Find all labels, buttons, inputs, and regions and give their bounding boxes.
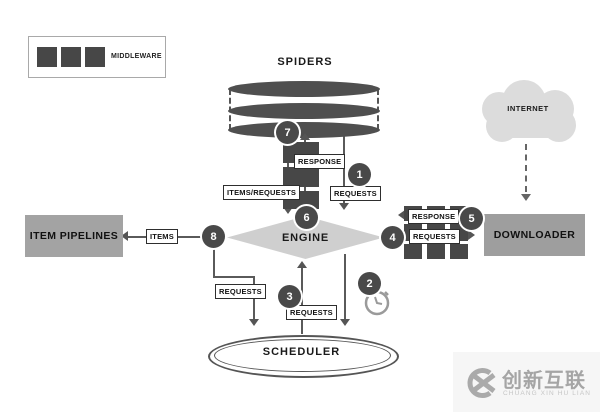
step-6-badge: 6 xyxy=(295,206,318,229)
spider-items-requests-label: ITEMS/REQUESTS xyxy=(223,185,301,200)
scheduler-requests-flow-line xyxy=(301,267,303,334)
arrow-right-to-downloader xyxy=(468,230,475,240)
internet-title: INTERNET xyxy=(507,104,549,113)
watermark: 创新互联 CHUANG XIN HU LIAN xyxy=(453,352,600,412)
step-2-badge: 2 xyxy=(358,272,381,295)
arrow-left-to-engine xyxy=(398,210,405,220)
watermark-title: 创新互联 xyxy=(502,370,586,392)
spider-requests-label: REQUESTS xyxy=(330,186,381,201)
pipeline-requests-label: REQUESTS xyxy=(215,284,266,299)
arrow-left-to-pipelines xyxy=(121,231,128,241)
middleware-block-icon xyxy=(85,47,105,67)
spider-disc xyxy=(228,122,380,138)
cloud-icon xyxy=(492,102,572,138)
watermark-subtitle: CHUANG XIN HU LIAN xyxy=(503,390,592,397)
items-label: ITEMS xyxy=(146,229,178,244)
downloader-node: DOWNLOADER xyxy=(484,214,585,256)
step-1-badge: 1 xyxy=(348,163,371,186)
middleware-block-icon xyxy=(283,167,319,187)
spiders-title: SPIDERS xyxy=(277,56,333,68)
middleware-block-icon xyxy=(427,244,445,259)
middleware-block-icon xyxy=(404,244,422,259)
arrow-up-to-engine xyxy=(297,261,307,268)
scheduler-requests-label: REQUESTS xyxy=(286,305,337,320)
internet-flow-line xyxy=(525,144,527,192)
middleware-block-icon xyxy=(450,244,468,259)
step-8-badge: 8 xyxy=(202,225,225,248)
middleware-block-icon xyxy=(37,47,57,67)
arrow-down-to-engine xyxy=(283,207,293,214)
spider-disc xyxy=(228,81,380,97)
scheduler-inner-ring xyxy=(214,339,391,372)
requests-flow-line xyxy=(213,248,215,276)
engine-requests-flow-line xyxy=(344,254,346,320)
downloader-requests-label: REQUESTS xyxy=(409,229,460,244)
downloader-response-label: RESPONSE xyxy=(408,209,460,224)
step-7-badge: 7 xyxy=(276,121,299,144)
requests-flow-line xyxy=(213,276,255,278)
step-3-badge: 3 xyxy=(278,285,301,308)
arrow-up-to-spiders xyxy=(300,133,310,140)
engine-title: ENGINE xyxy=(282,231,329,244)
spider-disc xyxy=(228,103,380,119)
arrow-down-to-scheduler xyxy=(249,319,259,326)
scheduler-title: SCHEDULER xyxy=(262,346,341,358)
step-5-badge: 5 xyxy=(460,207,483,230)
legend-label: MIDDLEWARE xyxy=(111,53,162,60)
cx-logo-icon xyxy=(467,368,496,398)
arrow-down-to-downloader xyxy=(521,194,531,201)
middleware-block-icon xyxy=(61,47,81,67)
spider-response-label: RESPONSE xyxy=(294,154,346,169)
arrow-down-to-scheduler xyxy=(340,319,350,326)
arrow-down-to-engine xyxy=(339,203,349,210)
middleware-legend: MIDDLEWARE xyxy=(28,36,166,78)
step-4-badge: 4 xyxy=(381,226,404,249)
item-pipelines-node: ITEM PIPELINES xyxy=(25,215,123,257)
